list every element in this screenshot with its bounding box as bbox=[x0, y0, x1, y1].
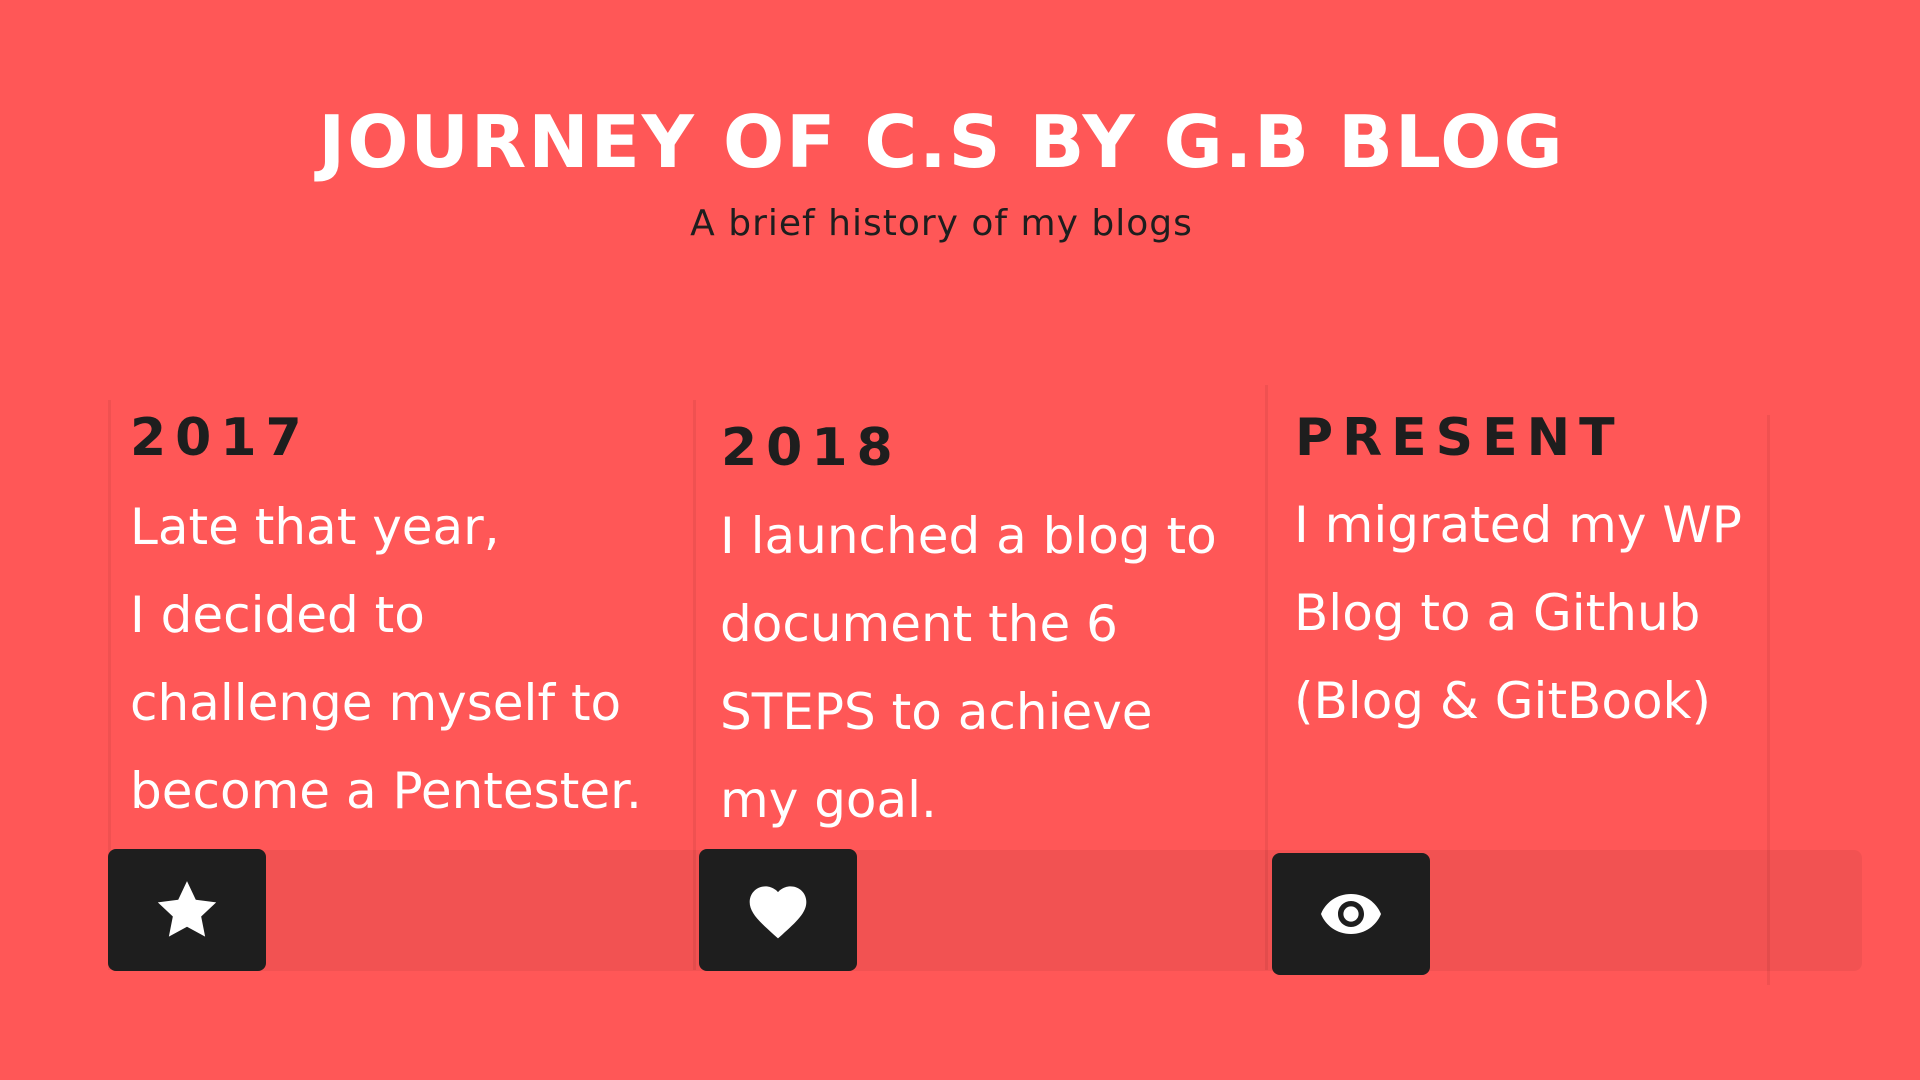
timeline-description: Late that year, I decided to challenge m… bbox=[130, 483, 642, 835]
column-divider bbox=[1265, 385, 1268, 970]
timeline-year: PRESENT bbox=[1295, 408, 1624, 468]
column-divider bbox=[108, 400, 111, 970]
description-line: I launched a blog to bbox=[720, 507, 1217, 565]
page-title: JOURNEY OF C.S BY G.B BLOG bbox=[318, 100, 1565, 184]
heart-icon-box bbox=[699, 849, 857, 971]
description-line: I decided to bbox=[130, 586, 425, 644]
eye-icon bbox=[1321, 894, 1381, 934]
star-icon-box bbox=[108, 849, 266, 971]
timeline-description: I migrated my WP Blog to a Github (Blog … bbox=[1294, 481, 1742, 745]
timeline-band bbox=[108, 850, 1862, 971]
heart-icon bbox=[749, 886, 807, 939]
description-line: become a Pentester. bbox=[130, 762, 642, 820]
description-line: (Blog & GitBook) bbox=[1294, 672, 1711, 730]
timeline-year: 2017 bbox=[130, 408, 311, 468]
description-line: document the 6 bbox=[720, 595, 1118, 653]
description-line: Late that year, bbox=[130, 498, 500, 556]
column-divider bbox=[693, 400, 696, 970]
star-icon bbox=[157, 881, 217, 937]
description-line: challenge myself to bbox=[130, 674, 622, 732]
timeline-year: 2018 bbox=[721, 418, 902, 478]
column-divider bbox=[1767, 415, 1770, 985]
description-line: STEPS to achieve bbox=[720, 683, 1153, 741]
description-line: my goal. bbox=[720, 771, 937, 829]
description-line: I migrated my WP bbox=[1294, 496, 1742, 554]
timeline-description: I launched a blog to document the 6 STEP… bbox=[720, 492, 1217, 844]
eye-icon-box bbox=[1272, 853, 1430, 975]
page-subtitle: A brief history of my blogs bbox=[690, 203, 1193, 244]
description-line: Blog to a Github bbox=[1294, 584, 1701, 642]
